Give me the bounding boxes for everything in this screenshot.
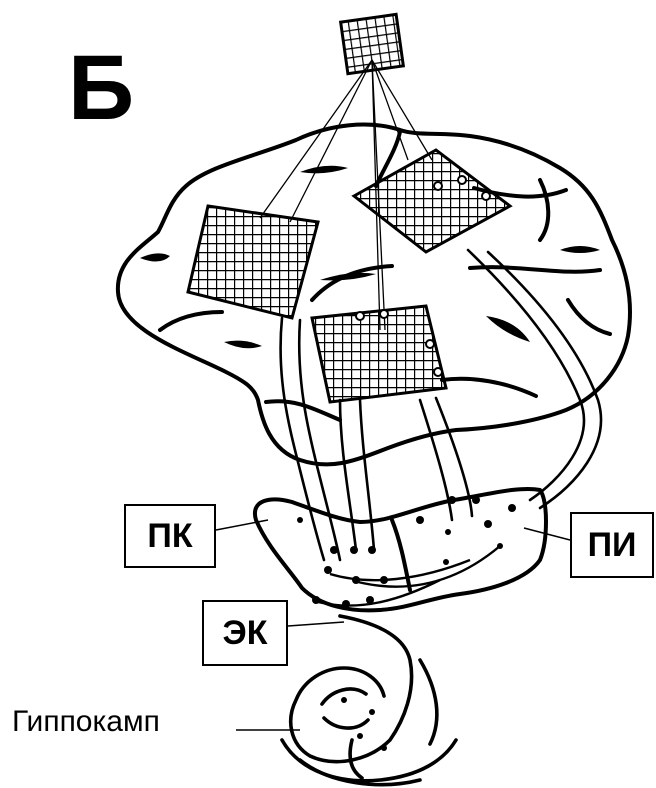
- hippocampus: [282, 616, 456, 785]
- label-pk: ПК: [124, 504, 216, 568]
- mtl-region: [255, 489, 546, 610]
- cortical-grid-center: [312, 306, 446, 402]
- cortical-grid-left: [188, 206, 318, 318]
- label-hippocampus: Гиппокамп: [12, 707, 160, 737]
- panel-letter: Б: [68, 42, 134, 134]
- label-pi: ПИ: [570, 512, 654, 578]
- label-ek: ЭК: [202, 600, 288, 666]
